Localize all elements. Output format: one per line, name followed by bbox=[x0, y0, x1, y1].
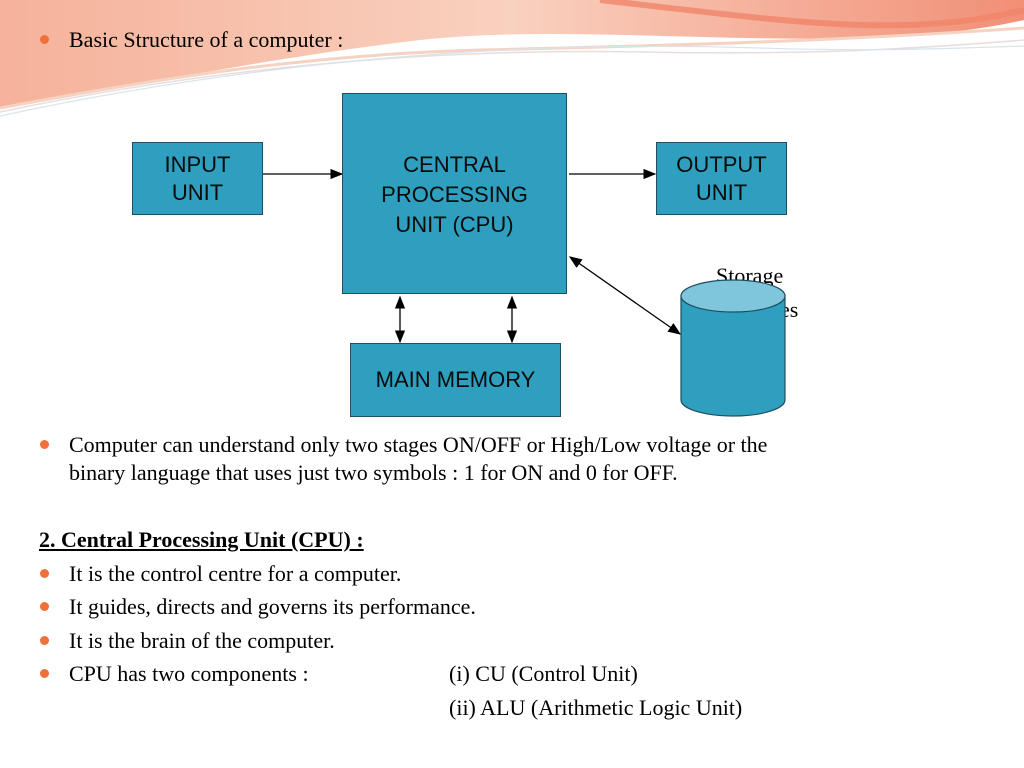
list-item: It guides, directs and governs its perfo… bbox=[69, 594, 476, 619]
bullet-dot bbox=[40, 669, 49, 678]
bullet-dot bbox=[40, 636, 49, 645]
cpu-box: CENTRAL PROCESSING UNIT (CPU) bbox=[342, 93, 567, 294]
paragraph-line-2: binary language that uses just two symbo… bbox=[69, 460, 678, 485]
input-unit-box: INPUT UNIT bbox=[132, 142, 263, 215]
bullet-dot bbox=[40, 602, 49, 611]
component-cu: (i) CU (Control Unit) bbox=[449, 661, 638, 686]
main-memory-box: MAIN MEMORY bbox=[350, 343, 561, 417]
storage-label-line2: es bbox=[780, 297, 799, 322]
storage-label: Storage bbox=[716, 263, 784, 288]
arrow-cpu-storage bbox=[568, 256, 682, 335]
paragraph-line-1: Computer can understand only two stages … bbox=[69, 432, 768, 457]
list-item: CPU has two components : bbox=[69, 661, 309, 686]
section-heading: 2. Central Processing Unit (CPU) : bbox=[39, 527, 364, 552]
list-item: It is the brain of the computer. bbox=[69, 628, 335, 653]
output-unit-box: OUTPUT UNIT bbox=[656, 142, 787, 215]
bullet-dot bbox=[40, 440, 49, 449]
bullet-dot bbox=[40, 35, 49, 44]
cpu-label: CENTRAL PROCESSING UNIT (CPU) bbox=[381, 152, 528, 237]
header-swoosh-decoration bbox=[0, 0, 1024, 117]
bullet-dot bbox=[40, 569, 49, 578]
component-alu: (ii) ALU (Arithmetic Logic Unit) bbox=[449, 695, 743, 720]
output-unit-label: OUTPUT UNIT bbox=[676, 151, 767, 205]
slide-title-bullet: Basic Structure of a computer : bbox=[69, 27, 344, 52]
main-memory-label: MAIN MEMORY bbox=[375, 367, 536, 392]
input-unit-label: INPUT UNIT bbox=[164, 151, 231, 205]
list-item: It is the control centre for a computer. bbox=[69, 561, 402, 586]
